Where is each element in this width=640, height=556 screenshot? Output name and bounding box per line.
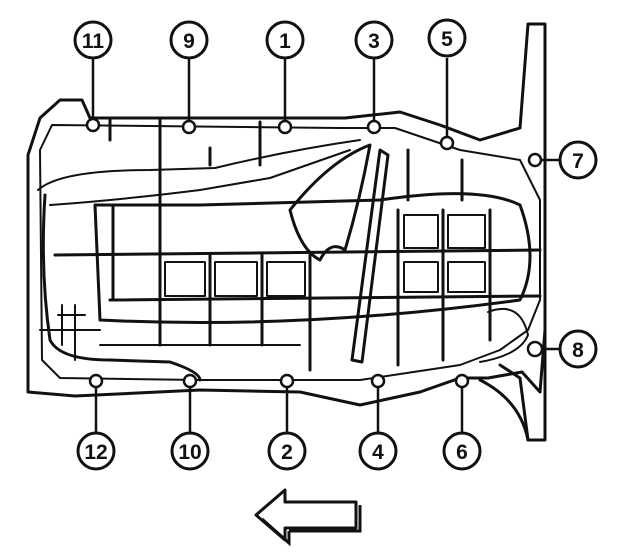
bolt-hole-3 <box>366 119 382 135</box>
bolt-hole-11 <box>85 117 101 133</box>
callout-12: 12 <box>76 387 116 471</box>
callout-label: 12 <box>84 441 107 464</box>
callout-6: 6 <box>442 387 482 471</box>
callout-label: 3 <box>368 30 380 53</box>
callout-8: 8 <box>542 329 598 369</box>
bolt-hole-7 <box>527 152 543 168</box>
callout-9: 9 <box>169 20 209 121</box>
bolt-hole-5 <box>439 135 455 151</box>
bolt-hole-1 <box>277 119 293 135</box>
callout-label: 7 <box>572 150 584 173</box>
callout-label: 4 <box>372 441 384 464</box>
bolt-hole-12 <box>88 373 104 389</box>
callout-label: 1 <box>279 30 291 53</box>
callout-11: 11 <box>73 20 113 119</box>
callout-label: 5 <box>441 28 453 51</box>
callout-label: 11 <box>82 30 105 53</box>
callout-4: 4 <box>358 387 398 471</box>
bolt-hole-4 <box>370 373 386 389</box>
bolt-hole-10 <box>182 373 198 389</box>
callout-2: 2 <box>267 387 307 471</box>
callout-10: 10 <box>170 387 210 471</box>
callout-5: 5 <box>427 18 467 137</box>
arrow-left-icon <box>254 488 362 547</box>
callout-label: 6 <box>456 441 468 464</box>
callout-label: 10 <box>178 441 201 464</box>
callout-label: 2 <box>281 441 293 464</box>
callout-3: 3 <box>354 20 394 121</box>
callout-1: 1 <box>265 20 305 121</box>
callout-label: 9 <box>183 30 195 53</box>
callout-label: 8 <box>572 339 584 362</box>
bolt-hole-2 <box>279 373 295 389</box>
bolt-hole-6 <box>454 373 470 389</box>
bolt-hole-8 <box>526 340 544 358</box>
callout-7: 7 <box>541 140 598 180</box>
bolt-hole-9 <box>181 119 197 135</box>
